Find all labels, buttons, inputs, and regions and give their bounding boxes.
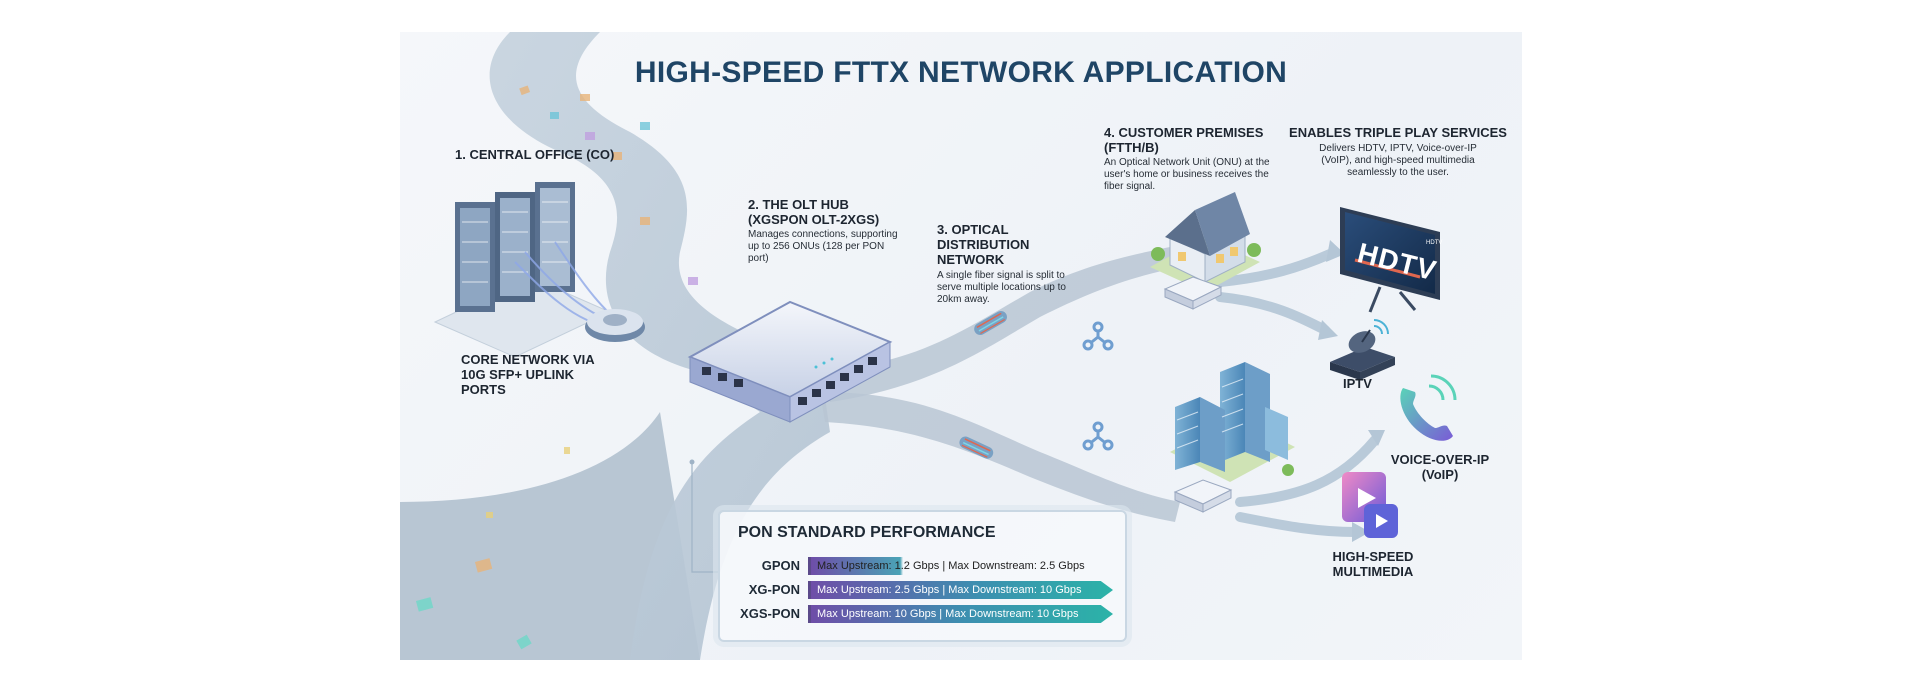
olt-hub-description: Manages connections, supporting up to 25… — [748, 229, 898, 264]
pon-row-xgs-pon: XGS-PON Max Upstream: 10 Gbps | Max Down… — [732, 605, 1113, 623]
multimedia-label-line2: MULTIMEDIA — [1332, 564, 1414, 579]
multimedia-label-line1: HIGH-SPEED — [1332, 549, 1414, 564]
customer-premises-heading: 4. CUSTOMER PREMISES (FTTH/B) — [1104, 125, 1264, 155]
pon-row-xg-pon: XG-PON Max Upstream: 2.5 Gbps | Max Down… — [732, 581, 1113, 599]
fiber-path-lower — [820, 392, 1180, 522]
pon-row-name: XG-PON — [748, 582, 800, 597]
arrow-heads — [1318, 240, 1385, 542]
odn-description: A single fiber signal is split to serve … — [937, 270, 1066, 305]
odn-heading: 3. OPTICAL DISTRIBUTION NETWORK — [937, 222, 1030, 267]
customer-premises-label: 4. CUSTOMER PREMISES (FTTH/B) An Optical… — [1104, 125, 1284, 193]
pon-connector — [691, 462, 718, 573]
multimedia-label: HIGH-SPEED MULTIMEDIA — [1318, 549, 1428, 579]
onu-icon — [1163, 276, 1223, 310]
voip-label: VOICE-OVER-IP (VoIP) — [1380, 452, 1500, 482]
pon-row-name: GPON — [761, 558, 800, 573]
satellite-dish-icon — [1330, 319, 1395, 380]
triple-play-description: Delivers HDTV, IPTV, Voice-over-IP (VoIP… — [1319, 143, 1477, 178]
phone-icon — [1400, 374, 1457, 441]
fiber-bundle-icon — [959, 311, 1007, 459]
server-rack-icon — [433, 182, 645, 358]
fiber-path-upper — [820, 247, 1180, 402]
pon-row-bar: Max Upstream: 10 Gbps | Max Downstream: … — [808, 605, 1113, 623]
odn-label: 3. OPTICAL DISTRIBUTION NETWORK A single… — [937, 222, 1067, 306]
splitter-icon — [1082, 321, 1114, 451]
voip-label-line2: (VoIP) — [1421, 467, 1459, 482]
video-play-icon — [1342, 472, 1398, 538]
network-scene — [400, 32, 1457, 660]
core-network-heading: CORE NETWORK VIA 10G SFP+ UPLINK PORTS — [461, 352, 595, 397]
olt-hub-label: 2. THE OLT HUB (XGSPON OLT-2XGS) Manages… — [748, 197, 898, 265]
pon-table-title: PON STANDARD PERFORMANCE — [738, 524, 996, 541]
pon-row-name: XGS-PON — [740, 606, 800, 621]
onu-icon — [1173, 479, 1233, 513]
background-road — [489, 32, 830, 660]
triple-play-heading: ENABLES TRIPLE PLAY SERVICES — [1289, 125, 1507, 140]
infographic-panel: HIGH-SPEED FTTX NETWORK APPLICATION 1. C… — [400, 32, 1522, 660]
olt-device-icon — [687, 300, 893, 423]
hdtv-badge-text: HDTV — [1426, 240, 1443, 246]
olt-hub-heading-line1: 2. THE OLT HUB — [748, 197, 849, 212]
office-building-icon — [1170, 362, 1295, 482]
iptv-label: IPTV — [1343, 376, 1372, 391]
pon-row-bar: Max Upstream: 1.2 Gbps | Max Downstream:… — [808, 557, 1108, 575]
data-chips — [415, 85, 698, 650]
service-arrows — [1215, 249, 1380, 537]
pon-performance-table: PON STANDARD PERFORMANCE GPON Max Upstre… — [718, 510, 1127, 642]
house-icon — [1150, 192, 1261, 292]
page-title: HIGH-SPEED FTTX NETWORK APPLICATION — [634, 56, 1288, 89]
pon-row-bar: Max Upstream: 2.5 Gbps | Max Downstream:… — [808, 581, 1113, 599]
triple-play-label: ENABLES TRIPLE PLAY SERVICES Delivers HD… — [1288, 125, 1508, 179]
pon-row-gpon: GPON Max Upstream: 1.2 Gbps | Max Downst… — [732, 557, 1112, 575]
olt-hub-heading-line2: (XGSPON OLT-2XGS) — [748, 212, 880, 227]
central-office-heading: 1. CENTRAL OFFICE (CO) — [455, 147, 615, 162]
background-ground — [400, 412, 700, 660]
voip-label-line1: VOICE-OVER-IP — [1390, 452, 1490, 467]
customer-premises-description: An Optical Network Unit (ONU) at the use… — [1104, 157, 1270, 192]
hdtv-icon — [1340, 207, 1440, 313]
